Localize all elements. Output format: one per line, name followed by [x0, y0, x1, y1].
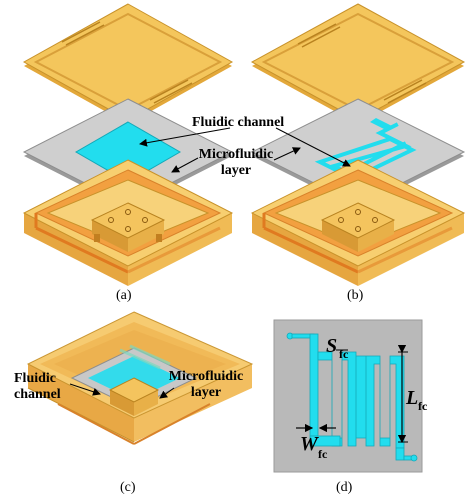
arrow-to-channel-b: [275, 127, 351, 167]
arrow-to-layer-b: [273, 147, 301, 161]
label-c-layer: layer: [191, 385, 221, 400]
top-plate-a: [22, 3, 234, 124]
caption-b: (b): [347, 288, 364, 303]
arrow-c-layer: [159, 387, 175, 399]
microfluidic-layer-a: [22, 98, 234, 209]
arrow-c-channel: [69, 383, 101, 396]
label-layer: layer: [221, 163, 251, 178]
label-c-fluidic: Fluidic: [14, 371, 56, 386]
panel-c: Fluidic channel Microfluidic layer (c): [14, 311, 254, 495]
arrow-to-layer-a: [171, 157, 199, 173]
l-main: L: [405, 387, 418, 409]
l-sub: fc: [418, 399, 428, 413]
meander-channel-d: [286, 332, 418, 462]
w-sub: fc: [318, 447, 328, 461]
antenna-base-b: [250, 159, 466, 286]
caption-c: (c): [120, 480, 136, 495]
label-c-channel: channel: [14, 387, 61, 402]
label-fluidic-channel: Fluidic channel: [192, 115, 284, 130]
panel-a: (a): [22, 3, 234, 303]
panel-d: S fc L fc W fc (d): [273, 319, 428, 495]
microfluidic-layer-b: [250, 98, 466, 209]
s-main: S: [326, 335, 337, 357]
caption-a: (a): [116, 288, 132, 303]
arrow-to-channel-a: [139, 127, 231, 147]
antenna-base-a: [22, 159, 234, 286]
label-c-microfluidic: Microfluidic: [169, 369, 243, 384]
panel-b: (b): [250, 3, 466, 303]
top-labels: Fluidic channel Microfluidic layer: [139, 115, 351, 178]
s-sub: fc: [339, 347, 349, 361]
caption-d: (d): [336, 480, 353, 495]
w-main: W: [300, 433, 319, 455]
label-microfluidic: Microfluidic: [199, 147, 273, 162]
